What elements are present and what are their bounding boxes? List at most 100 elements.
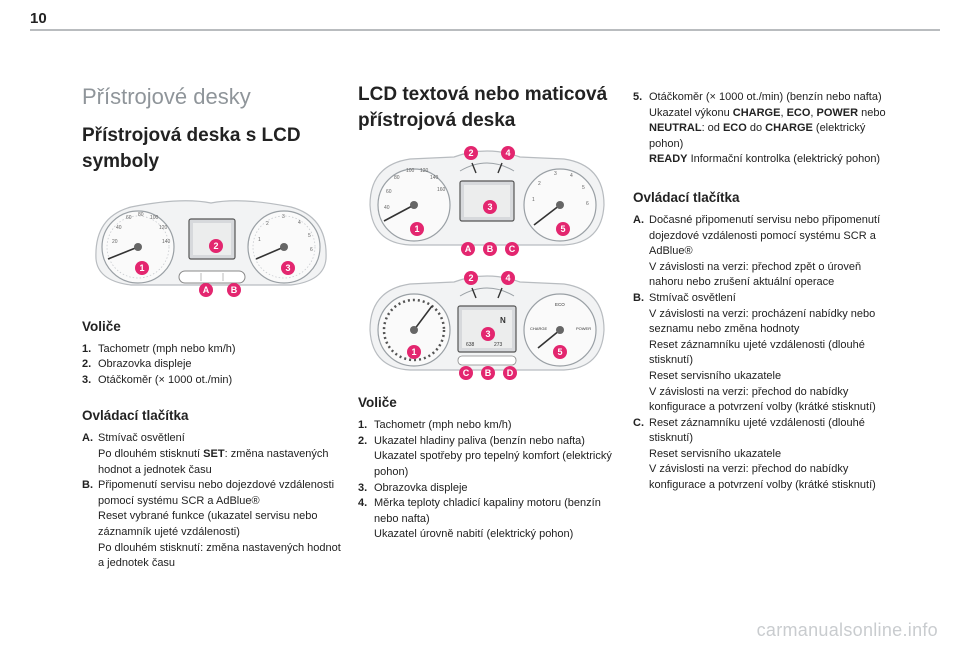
item-5-list: 5. Otáčkoměr (× 1000 ot./min) (benzín ne… [633, 90, 893, 168]
svg-text:A: A [465, 244, 472, 254]
svg-text:140: 140 [162, 239, 171, 245]
buttons-title-lcd: Ovládací tlačítka [82, 408, 189, 424]
badge-A: A [461, 242, 475, 257]
badge-1: 1 [407, 345, 421, 360]
badge-C: C [505, 242, 519, 257]
header-rule [30, 29, 940, 31]
svg-text:160: 160 [437, 187, 446, 193]
badge-4: 4 [501, 271, 515, 286]
badge-1: 1 [135, 260, 149, 275]
list-item: C. Reset záznamníku ujeté vzdálenosti (d… [633, 416, 876, 492]
svg-text:80: 80 [394, 175, 400, 181]
svg-text:1: 1 [258, 237, 261, 243]
badge-B: B [481, 366, 495, 381]
voliche-list-text: 1.Tachometr (mph nebo km/h) 2.Ukazatel h… [358, 418, 620, 543]
svg-text:60: 60 [386, 189, 392, 195]
svg-text:3: 3 [285, 263, 290, 273]
svg-text:4: 4 [505, 148, 510, 158]
buttons-list-lcd: A. Stmívač osvětlení Po dlouhém stisknut… [82, 431, 342, 571]
svg-text:1: 1 [139, 263, 144, 273]
eco-label: ECO [555, 302, 565, 307]
badge-D: D [503, 366, 517, 381]
svg-text:5: 5 [557, 347, 562, 357]
section-title-lcd-text-matrix: LCD textová nebo maticová přístrojová de… [358, 84, 608, 131]
svg-text:B: B [485, 368, 492, 378]
svg-text:D: D [507, 368, 514, 378]
badge-1: 1 [410, 222, 424, 237]
section-title-lcd-symbols: Přístrojová deska s LCD symboly [82, 125, 301, 172]
svg-text:80: 80 [138, 212, 144, 218]
svg-text:1: 1 [414, 224, 419, 234]
list-item: 3.Otáčkoměr (× 1000 ot./min) [82, 373, 233, 386]
power-label: POWER [576, 326, 591, 331]
charge-label: CHARGE [530, 326, 547, 331]
badge-2: 2 [209, 238, 223, 253]
list-item: 3.Obrazovka displeje [358, 481, 468, 494]
svg-text:1: 1 [411, 347, 416, 357]
svg-text:5: 5 [560, 224, 565, 234]
list-item: 1.Tachometr (mph nebo km/h) [358, 419, 512, 432]
svg-text:4: 4 [298, 220, 301, 226]
svg-text:60: 60 [126, 215, 132, 221]
list-item: A. Stmívač osvětlení Po dlouhém stisknut… [82, 432, 329, 476]
voliche-title-lcd: Voliče [82, 318, 121, 334]
svg-text:100: 100 [406, 168, 415, 174]
svg-text:3: 3 [485, 329, 490, 339]
svg-text:2: 2 [213, 241, 218, 251]
column-middle: LCD textová nebo maticová přístrojová de… [358, 82, 620, 543]
svg-text:40: 40 [384, 205, 390, 211]
list-item: 1.Tachometr (mph nebo km/h) [82, 342, 236, 355]
column-right: 5. Otáčkoměr (× 1000 ot./min) (benzín ne… [633, 90, 893, 494]
badge-3: 3 [281, 260, 295, 275]
svg-text:120: 120 [159, 225, 168, 231]
svg-text:A: A [203, 285, 210, 295]
badge-A: A [199, 282, 213, 297]
svg-text:3: 3 [554, 171, 557, 177]
svg-text:6: 6 [586, 201, 589, 207]
badge-C: C [459, 366, 473, 381]
voliche-list-lcd: 1.Tachometr (mph nebo km/h) 2.Obrazovka … [82, 342, 342, 389]
svg-text:2: 2 [266, 221, 269, 227]
svg-text:1: 1 [532, 197, 535, 203]
badge-B: B [483, 242, 497, 257]
svg-text:120: 120 [420, 168, 429, 174]
badge-4: 4 [501, 146, 515, 161]
svg-text:3: 3 [487, 202, 492, 212]
instrument-panel-matrix-figure: N 638 273 ECO CHARGE POWER 1 2 3 4 5 C B… [369, 271, 605, 381]
page-number: 10 [30, 10, 47, 27]
badge-B: B [227, 282, 241, 297]
list-item: 5. Otáčkoměr (× 1000 ot./min) (benzín ne… [633, 91, 886, 166]
svg-text:4: 4 [505, 273, 510, 283]
range-right-value: 273 [494, 342, 503, 348]
svg-text:3: 3 [282, 214, 285, 220]
list-item: B. Připomenutí servisu nebo dojezdové vz… [82, 479, 341, 570]
svg-text:4: 4 [570, 173, 573, 179]
svg-text:C: C [509, 244, 516, 254]
svg-text:B: B [487, 244, 494, 254]
badge-3: 3 [483, 200, 497, 215]
svg-text:2: 2 [468, 148, 473, 158]
badge-2: 2 [464, 271, 478, 286]
watermark: carmanualsonline.info [756, 620, 938, 640]
svg-text:20: 20 [112, 239, 118, 245]
list-item: 4.Měrka teploty chladicí kapaliny motoru… [358, 497, 601, 541]
svg-text:140: 140 [430, 175, 439, 181]
badge-2: 2 [464, 146, 478, 161]
svg-text:100: 100 [150, 215, 159, 221]
buttons-title-text: Ovládací tlačítka [633, 189, 740, 205]
svg-text:40: 40 [116, 225, 122, 231]
gear-indicator: N [500, 316, 506, 325]
svg-text:5: 5 [308, 233, 311, 239]
list-item: 2.Obrazovka displeje [82, 358, 192, 371]
svg-text:2: 2 [538, 181, 541, 187]
column-left: Přístrojové desky Přístrojová deska s LC… [82, 82, 342, 572]
range-left-value: 638 [466, 342, 475, 348]
voliche-title-text: Voliče [358, 395, 397, 411]
svg-text:2: 2 [468, 273, 473, 283]
page-title: Přístrojové desky [82, 84, 251, 109]
badge-5: 5 [556, 222, 570, 237]
badge-3: 3 [481, 327, 495, 342]
